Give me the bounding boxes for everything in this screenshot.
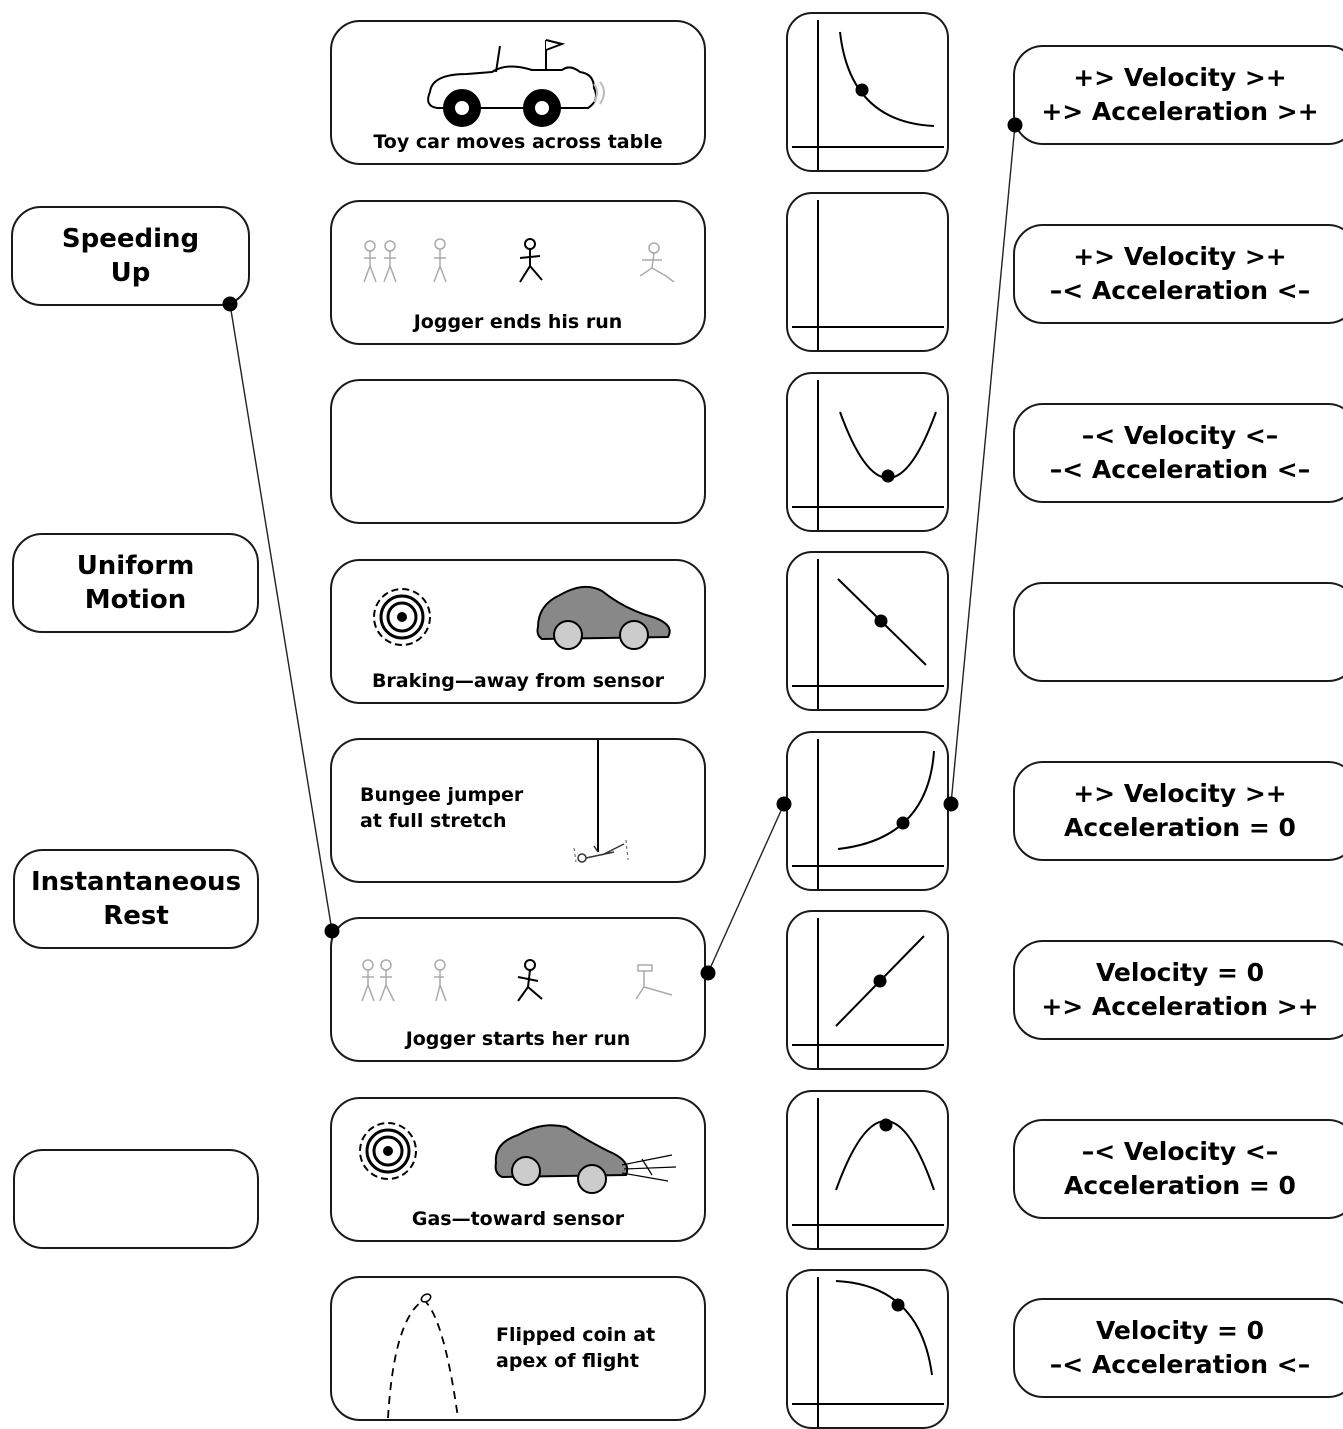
descriptor-1[interactable]: +> Velocity >+–< Acceleration <– — [1013, 224, 1343, 324]
connector-line — [707, 803, 785, 974]
descriptor-label: +> Velocity >+–< Acceleration <– — [1049, 242, 1311, 305]
graph-2[interactable] — [786, 372, 949, 532]
scenario-jogger-ends[interactable]: Jogger ends his run — [330, 200, 706, 345]
jogger-running-icon — [361, 959, 673, 1002]
scenario-caption: Jogger starts her run — [405, 1028, 631, 1050]
descriptor-label: –< Velocity <––< Acceleration <– — [1049, 421, 1311, 484]
graph-plot — [792, 380, 944, 530]
exhaust-icon — [621, 1154, 677, 1182]
scenario-caption: Jogger ends his run — [413, 311, 623, 333]
descriptor-6[interactable]: –< Velocity <–Acceleration = 0 — [1013, 1119, 1343, 1219]
graph-0[interactable] — [786, 12, 949, 172]
scenario-flipped-coin[interactable]: Flipped coin at apex of flight — [330, 1276, 706, 1421]
bungee-jumper-icon — [573, 740, 629, 863]
descriptor-5[interactable]: Velocity = 0+> Acceleration >+ — [1013, 940, 1343, 1040]
descriptor-4[interactable]: +> Velocity >+Acceleration = 0 — [1013, 761, 1343, 861]
scenario-caption: Flipped coin at apex of flight — [496, 1324, 656, 1372]
graph-point-marker — [896, 816, 910, 830]
descriptor-label: +> Velocity >+Acceleration = 0 — [1064, 779, 1296, 842]
graph-1[interactable] — [786, 192, 949, 352]
descriptor-label: Velocity = 0–< Acceleration <– — [1049, 1316, 1311, 1379]
graph-point-marker — [891, 1298, 905, 1312]
toy-car-icon — [427, 39, 605, 127]
scenario-caption: Braking—away from sensor — [371, 670, 665, 692]
scenario-toy-car[interactable]: Toy car moves across table — [330, 20, 706, 165]
motion-sensor-icon — [359, 1122, 417, 1180]
graph-4[interactable] — [786, 731, 949, 891]
graph-point-marker — [873, 974, 887, 988]
scenario-empty[interactable] — [330, 379, 706, 524]
graph-6[interactable] — [786, 1090, 949, 1250]
graph-plot — [792, 559, 944, 709]
scenario-bungee-jumper[interactable]: Bungee jumper at full stretch — [330, 738, 706, 883]
motion-type-empty[interactable] — [13, 1149, 259, 1249]
graph-plot — [792, 918, 944, 1068]
graph-curve — [839, 411, 937, 479]
scenario-braking-away[interactable]: Braking—away from sensor — [330, 559, 706, 704]
descriptor-label: –< Velocity <–Acceleration = 0 — [1064, 1137, 1296, 1200]
graph-3[interactable] — [786, 551, 949, 711]
graph-point-marker — [874, 614, 888, 628]
descriptor-label: +> Velocity >++> Acceleration >+ — [1041, 63, 1319, 126]
graph-curve — [837, 750, 935, 850]
graph-point-marker — [879, 1118, 893, 1132]
sensor-and-car-icon — [359, 1122, 677, 1194]
descriptor-2[interactable]: –< Velocity <––< Acceleration <– — [1013, 403, 1343, 503]
graph-5[interactable] — [786, 910, 949, 1070]
descriptor-0[interactable]: +> Velocity >++> Acceleration >+ — [1013, 45, 1343, 145]
graph-plot — [792, 739, 944, 889]
scenario-caption: Gas—toward sensor — [411, 1208, 625, 1230]
descriptor-7[interactable]: Velocity = 0–< Acceleration <– — [1013, 1298, 1343, 1398]
descriptor-3[interactable] — [1013, 582, 1343, 682]
scenario-gas-toward[interactable]: Gas—toward sensor — [330, 1097, 706, 1242]
graph-plot — [792, 20, 944, 170]
graph-plot — [792, 1098, 944, 1248]
graph-point-marker — [855, 83, 869, 97]
connector-line — [950, 124, 1016, 805]
sensor-and-car-icon — [373, 585, 671, 650]
descriptor-label: Velocity = 0+> Acceleration >+ — [1041, 958, 1319, 1021]
graph-curve — [839, 31, 935, 127]
graph-curve — [835, 1280, 933, 1376]
car-icon — [494, 1124, 629, 1194]
jogger-running-icon — [363, 238, 675, 283]
scenario-jogger-starts[interactable]: Jogger starts her run — [330, 917, 706, 1062]
coin-flight-icon — [387, 1293, 459, 1419]
graph-7[interactable] — [786, 1269, 949, 1429]
car-icon — [536, 585, 671, 650]
motion-sensor-icon — [373, 588, 431, 646]
graph-plot — [792, 1277, 944, 1427]
scenario-caption: Toy car moves across table — [373, 131, 663, 153]
scenario-caption: Bungee jumper at full stretch — [360, 784, 524, 832]
graph-point-marker — [881, 469, 895, 483]
graph-plot — [792, 200, 944, 350]
